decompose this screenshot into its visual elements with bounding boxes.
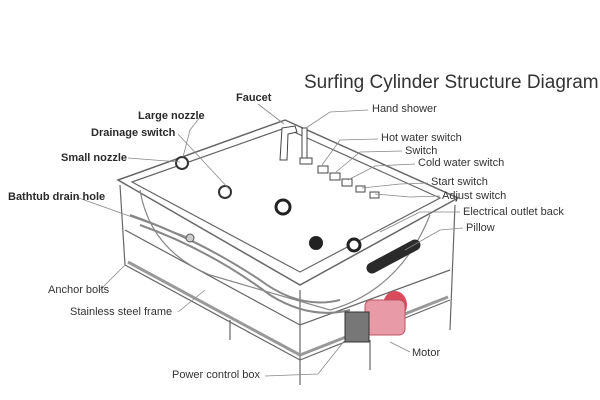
diagram-title: Surfing Cylinder Structure Diagram (304, 72, 599, 93)
pillow (366, 239, 421, 274)
nozzles (175, 156, 362, 253)
label-bathtub-drain-hole: Bathtub drain hole (8, 191, 106, 203)
small-nozzle (175, 156, 189, 170)
label-switch: Switch (405, 145, 438, 157)
tub-inner-rim (130, 127, 442, 273)
label-motor: Motor (412, 347, 441, 359)
pipes (129, 214, 351, 314)
power-control-box (344, 311, 370, 343)
nozzle (309, 236, 323, 250)
label-cold-water-switch: Cold water switch (418, 157, 505, 169)
label-adjust-switch: Adjust switch (442, 190, 507, 202)
label-electrical-outlet-back: Electrical outlet back (463, 206, 564, 218)
label-hand-shower: Hand shower (372, 103, 437, 115)
drain-hole (185, 233, 195, 243)
label-stainless-steel-frame: Stainless steel frame (70, 306, 173, 318)
hand-shower (301, 127, 308, 159)
motor-body (364, 299, 406, 336)
large-nozzle (274, 198, 292, 216)
label-pillow: Pillow (466, 222, 495, 234)
label-hot-water-switch: Hot water switch (381, 132, 462, 144)
motor (344, 291, 407, 343)
label-large-nozzle: Large nozzle (138, 110, 205, 122)
steel-frame (119, 184, 456, 385)
leader-lines (75, 103, 464, 377)
tub-rim (116, 119, 460, 286)
label-faucet: Faucet (236, 92, 272, 104)
nozzle (346, 237, 362, 253)
adjust-switch (369, 191, 380, 199)
frame-rail-left (127, 260, 301, 357)
hot-water-switch (317, 165, 329, 174)
faucet (279, 125, 298, 161)
label-start-switch: Start switch (431, 176, 488, 188)
label-drainage-switch: Drainage switch (91, 127, 176, 139)
label-power-control-box: Power control box (172, 369, 261, 381)
label-small-nozzle: Small nozzle (61, 152, 128, 164)
start-switch (355, 185, 366, 193)
shower-base (299, 157, 313, 165)
switch (329, 172, 341, 181)
cold-water-switch (341, 178, 353, 187)
nozzle (218, 185, 232, 199)
label-anchor-bolts: Anchor bolts (48, 284, 110, 296)
